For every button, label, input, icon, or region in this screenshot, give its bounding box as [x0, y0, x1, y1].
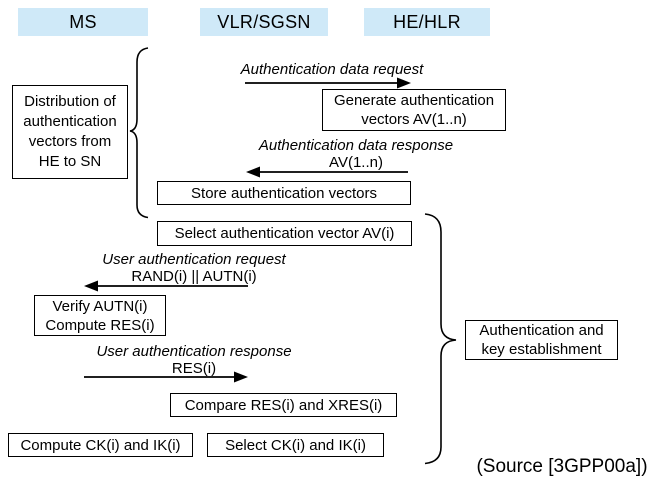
right-brace — [424, 213, 457, 465]
entity-header-he-hlr: HE/HLR — [364, 8, 490, 36]
entity-label-vlr-sgsn: VLR/SGSN — [217, 11, 311, 32]
auth-data-request-arrow — [245, 77, 411, 89]
msg-user-auth-response-label: User authentication response — [96, 343, 292, 360]
msg-auth-data-response-label: Authentication data response — [258, 137, 454, 154]
msg-auth-data-response-param: AV(1..n) — [329, 154, 383, 171]
entity-header-ms: MS — [18, 8, 148, 36]
auth-key-establishment-box: Authentication and key establishment — [465, 320, 618, 360]
entity-label-he-hlr: HE/HLR — [393, 11, 461, 32]
distribution-line2: authentication — [23, 113, 117, 130]
msg-user-auth-request: User authentication request RAND(i) || A… — [88, 252, 300, 284]
compare-line1: Compare RES(i) and XRES(i) — [184, 396, 383, 414]
distribution-line1: Distribution of — [24, 93, 116, 110]
distribution-line4: HE to SN — [38, 153, 102, 170]
user-auth-response-arrow — [84, 371, 248, 383]
msg-user-auth-response-param: RES(i) — [171, 360, 217, 377]
compare-res-box: Compare RES(i) and XRES(i) — [170, 393, 397, 417]
msg-auth-data-response: Authentication data response AV(1..n) — [250, 138, 462, 170]
msg-user-auth-response: User authentication response RES(i) — [88, 344, 300, 376]
user-auth-request-arrow — [84, 280, 248, 292]
compute-ck-line1: Compute CK(i) and IK(i) — [20, 436, 181, 454]
auth-key-line2: key establishment — [481, 341, 602, 358]
msg-auth-data-request: Authentication data request — [232, 62, 432, 79]
entity-label-ms: MS — [69, 11, 97, 32]
verify-compute-box: Verify AUTN(i) Compute RES(i) — [34, 295, 166, 336]
select-av-line1: Select authentication vector AV(i) — [174, 225, 395, 242]
generate-vectors-box: Generate authentication vectors AV(1..n) — [322, 89, 506, 131]
auth-key-line1: Authentication and — [479, 322, 604, 339]
distribution-line3: vectors from — [28, 133, 112, 150]
left-brace — [129, 47, 149, 219]
select-ck-line1: Select CK(i) and IK(i) — [225, 436, 366, 454]
generate-line2: vectors AV(1..n) — [361, 111, 467, 128]
store-vectors-box: Store authentication vectors — [157, 181, 411, 205]
generate-line1: Generate authentication — [333, 92, 495, 109]
compute-ck-ik-box: Compute CK(i) and IK(i) — [8, 433, 193, 457]
entity-header-vlr-sgsn: VLR/SGSN — [200, 8, 328, 36]
store-line1: Store authentication vectors — [191, 184, 377, 202]
distribution-annotation-box: Distribution of authentication vectors f… — [12, 85, 128, 179]
select-vector-box: Select authentication vector AV(i) — [157, 221, 412, 246]
verify-line1: Verify AUTN(i) — [52, 297, 148, 315]
verify-line2: Compute RES(i) — [45, 316, 155, 334]
msg-auth-data-request-label: Authentication data request — [240, 61, 424, 78]
msg-user-auth-request-label: User authentication request — [102, 251, 286, 268]
select-ck-ik-box: Select CK(i) and IK(i) — [207, 433, 384, 457]
source-citation: (Source [3GPP00a]) — [476, 456, 648, 477]
auth-data-response-arrow — [246, 166, 408, 178]
msg-user-auth-request-param: RAND(i) || AUTN(i) — [131, 268, 257, 285]
